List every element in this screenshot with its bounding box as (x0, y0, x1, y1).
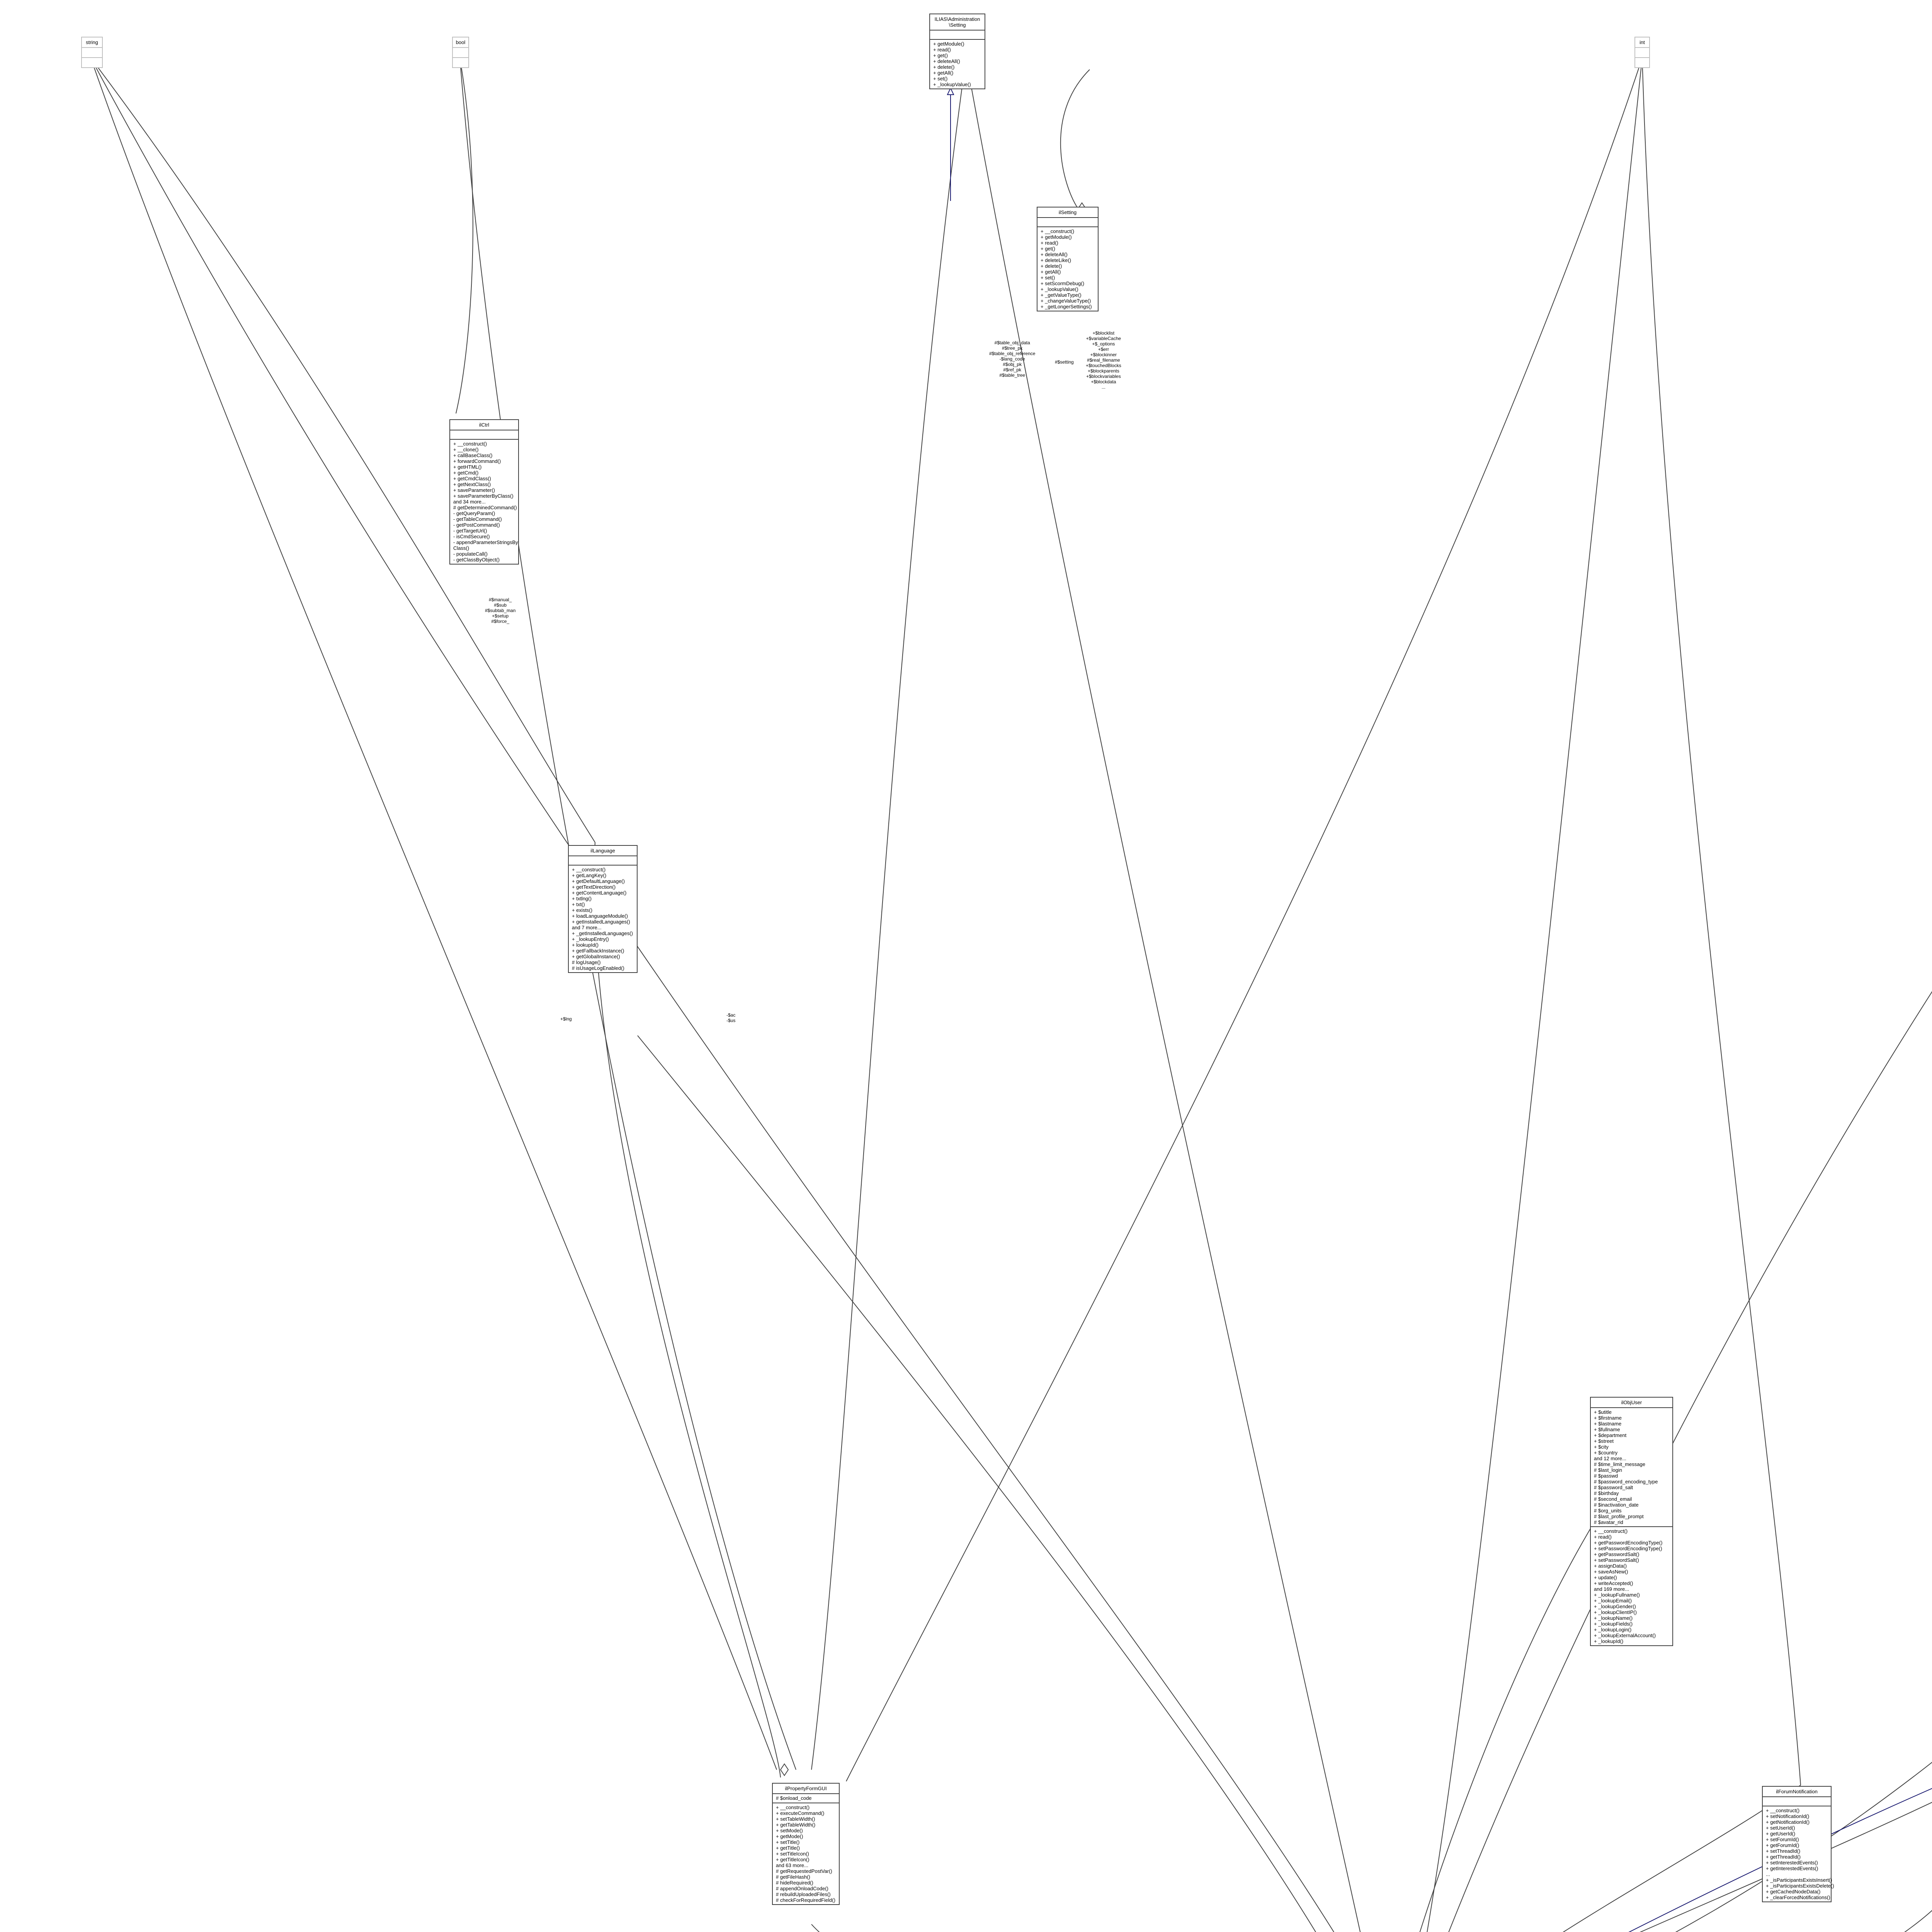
class-operations: + __construct() + getLangKey() + getDefa… (572, 867, 633, 971)
class-operations: + __construct() + read() + getPasswordEn… (1594, 1528, 1663, 1644)
class-title: string (82, 37, 102, 48)
edge-label-tree-attrs: #$table_obj_data #$tree_pk #$table_obj_r… (989, 340, 1036, 378)
class-title: ilCtrl (450, 420, 518, 430)
class-node-ilobjuser[interactable]: ilObjUser + $utitle + $firstname + $last… (1590, 1397, 1673, 1646)
class-attributes (930, 31, 985, 40)
class-title: ilPropertyFormGUI (773, 1784, 839, 1794)
class-node-illanguage[interactable]: ilLanguage + __construct() + getLangKey(… (568, 845, 638, 973)
class-operations: + __construct() + getModule() + read() +… (1041, 228, 1092, 310)
class-attributes (82, 48, 102, 58)
class-attributes (1037, 218, 1098, 227)
class-node-ilsetting[interactable]: ilSetting + __construct() + getModule() … (1037, 207, 1099, 311)
class-attributes: # $onload_code (773, 1794, 839, 1803)
class-title: ilSetting (1037, 207, 1098, 218)
class-node-ilforumnotification[interactable]: ilForumNotification + __construct() + se… (1762, 1786, 1834, 1902)
class-operations: + getModule() + read() + get() + deleteA… (933, 41, 971, 87)
class-operations (1635, 58, 1649, 67)
class-node-string[interactable]: string (81, 37, 103, 68)
class-operations (82, 58, 102, 67)
edge-label-setting: #$setting (1055, 359, 1074, 365)
class-operations: + __construct() + __clone() + callBaseCl… (453, 441, 518, 563)
class-title: ILIAS\Administration \Setting (930, 14, 985, 31)
class-node-ilpropertyformgui[interactable]: ilPropertyFormGUI # $onload_code + __con… (772, 1783, 840, 1905)
class-attributes (1763, 1797, 1831, 1806)
class-attributes (1635, 48, 1649, 58)
class-operations: + __construct() + setNotificationId() + … (1766, 1808, 1834, 1900)
class-operations (453, 58, 468, 67)
class-title: ilLanguage (569, 846, 637, 856)
class-title: int (1635, 37, 1649, 48)
edge-label-ctrl-attrs: #$manual_ #$sub #$subtab_man +$setup #$f… (485, 597, 516, 624)
class-attributes: + $utitle + $firstname + $lastname + $fu… (1591, 1408, 1672, 1527)
edge-label-ctrl-refs: -$ac -$us (726, 1012, 736, 1023)
class-operations: + __construct() + executeCommand() + set… (776, 1804, 835, 1903)
edge-label-template-attrs: +$blocklist +$variableCache +$_options +… (1086, 330, 1121, 390)
class-node-int[interactable]: int (1634, 37, 1650, 68)
class-title: ilForumNotification (1763, 1787, 1831, 1797)
class-attributes (450, 430, 518, 440)
class-title: bool (453, 37, 468, 48)
class-node-ilctrl[interactable]: ilCtrl + __construct() + __clone() + cal… (449, 419, 519, 565)
class-node-bool[interactable]: bool (452, 37, 469, 68)
class-node-administration-setting[interactable]: ILIAS\Administration \Setting + getModul… (929, 14, 985, 89)
class-title: ilObjUser (1591, 1398, 1672, 1408)
edge-label-lng: +$lng (560, 1016, 572, 1022)
class-attributes (453, 48, 468, 58)
class-attributes (569, 856, 637, 866)
